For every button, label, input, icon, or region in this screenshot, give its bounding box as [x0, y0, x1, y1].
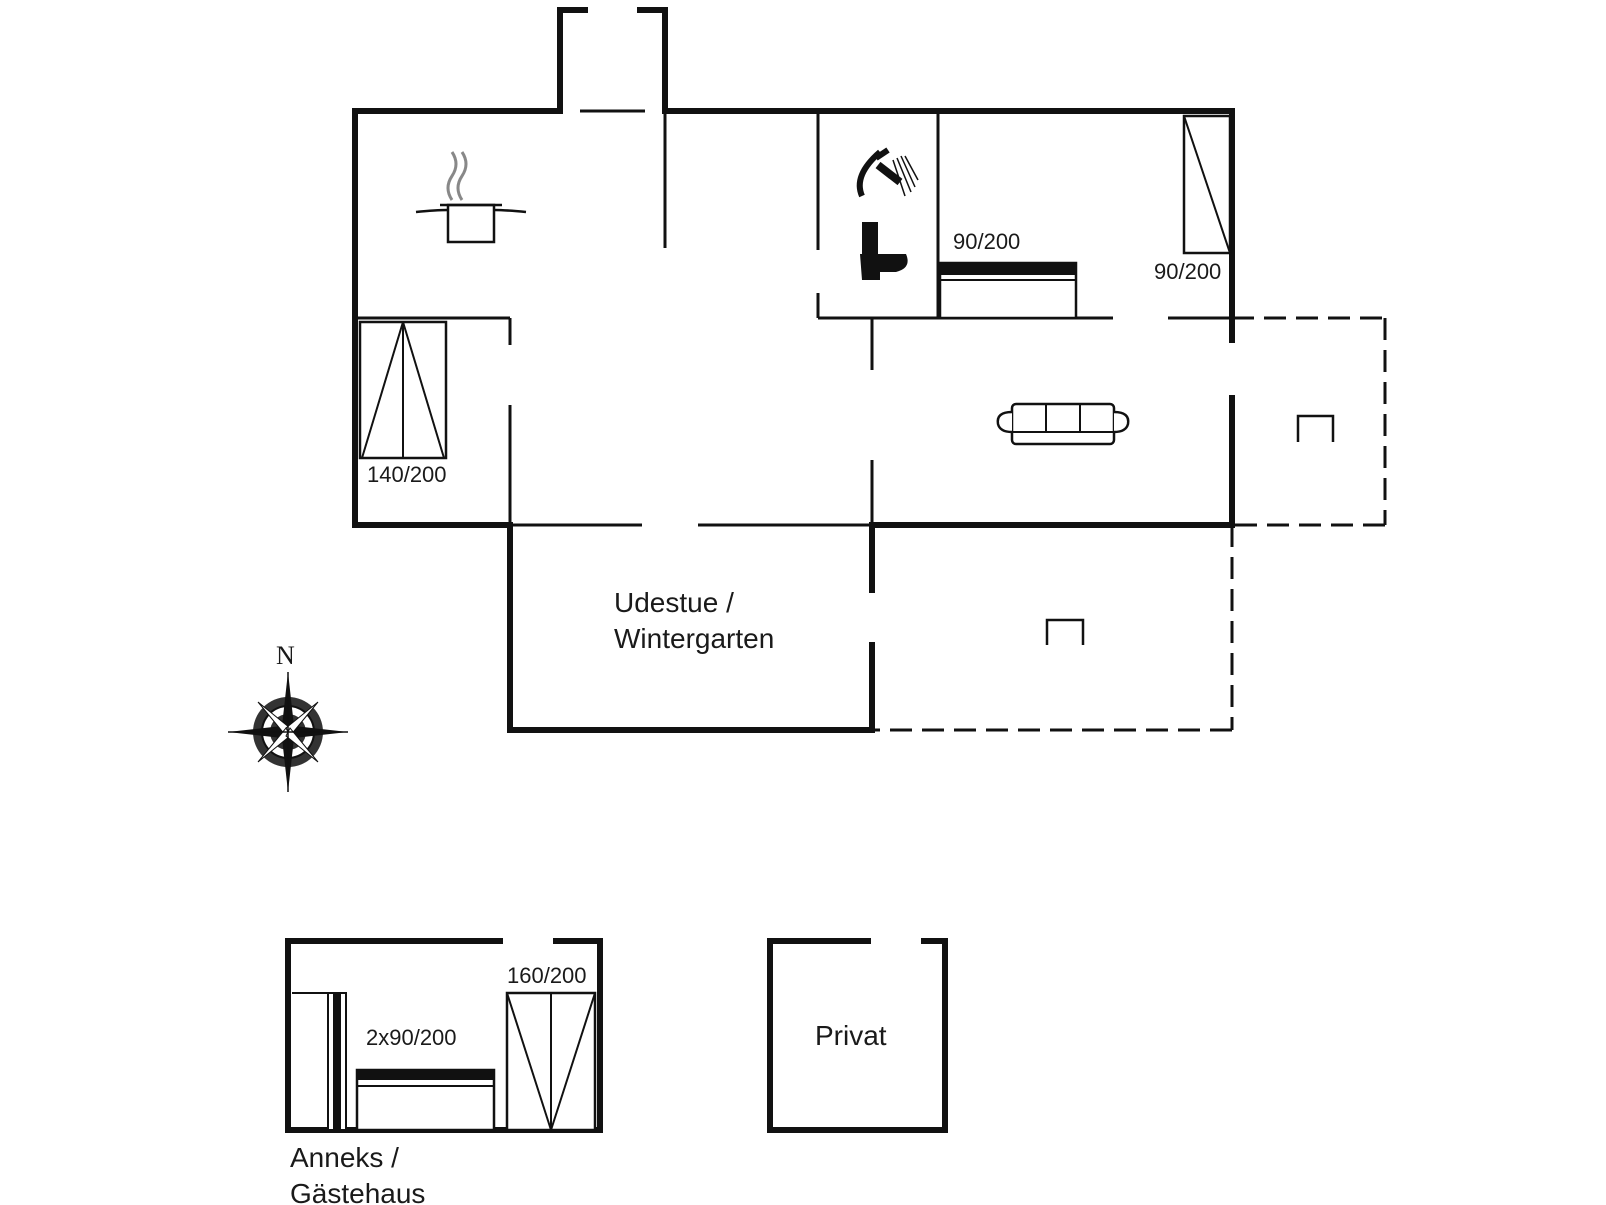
compass-rose-icon — [228, 672, 348, 792]
toilet-icon — [860, 222, 908, 280]
sunroom-walls — [507, 522, 875, 733]
bed-140-200 — [358, 320, 448, 460]
sunroom-label-line2: Wintergarten — [614, 623, 774, 654]
bed-label-140-200: 140/200 — [367, 462, 447, 487]
bed-160-200 — [505, 991, 597, 1132]
terrace-outlines — [872, 316, 1387, 732]
compass-north-label: N — [276, 641, 295, 670]
bed-label-160-200: 160/200 — [507, 963, 587, 988]
bed-90-200-vertical — [1182, 114, 1232, 255]
bed-label-2x90-200: 2x90/200 — [366, 1025, 457, 1050]
annex-label-line1: Anneks / — [290, 1142, 399, 1173]
shower-icon — [856, 147, 919, 198]
private-room-label: Privat — [815, 1020, 887, 1051]
cooking-pot-icon — [415, 151, 527, 244]
private-room-walls — [767, 938, 948, 1133]
bed-2x90-200 — [355, 1068, 496, 1132]
bed-90-200-horizontal — [938, 261, 1078, 320]
bed-label-90-200-right: 90/200 — [1154, 259, 1221, 284]
sofa-icon — [996, 402, 1130, 446]
bed-label-90-200-mid: 90/200 — [953, 229, 1020, 254]
chair-icon — [1045, 618, 1085, 645]
interior-walls — [355, 111, 1232, 527]
main-house-walls — [352, 7, 1235, 528]
annex-label-line2: Gästehaus — [290, 1178, 425, 1205]
sunroom-label-line1: Udestue / — [614, 587, 734, 618]
chair-icon — [1296, 414, 1335, 442]
annex-wardrobe — [292, 992, 347, 1131]
